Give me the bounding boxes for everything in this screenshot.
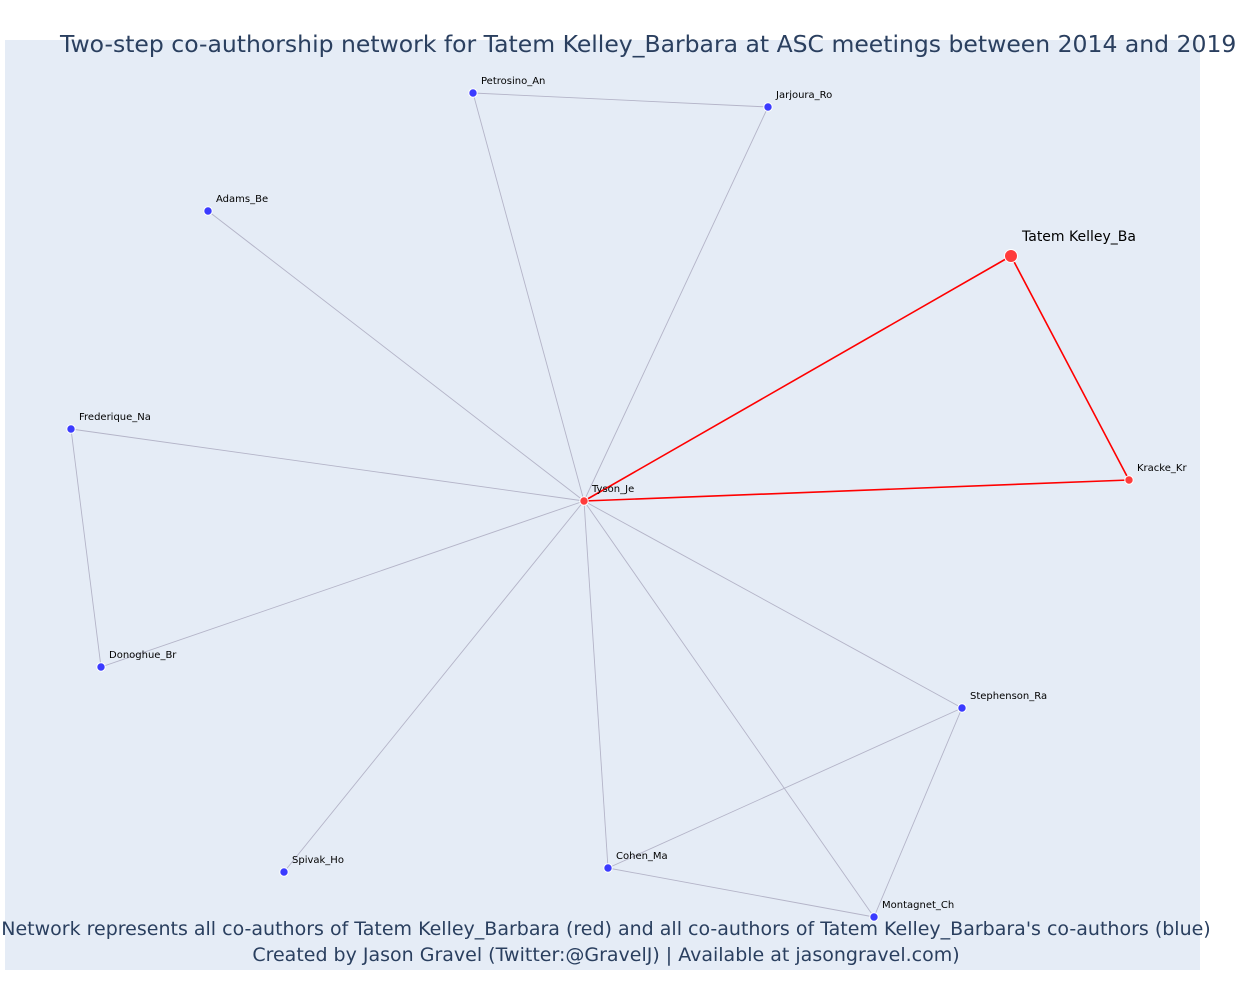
edge-cohen-stephenson <box>607 707 963 869</box>
footer-caption: Network represents all co-authors of Tat… <box>1 918 1211 940</box>
edge-layer <box>70 92 1130 918</box>
edge-petrosino-jarjoura <box>472 92 769 108</box>
edge-tyson-stephenson <box>583 500 963 709</box>
node-kracke[interactable] <box>1124 475 1134 485</box>
node-tatem[interactable] <box>1004 249 1018 263</box>
plot-background <box>5 40 1200 970</box>
node-donoghue[interactable] <box>96 662 106 672</box>
edge-frederique-donoghue <box>70 428 102 668</box>
edge-tatem-tyson <box>583 255 1012 502</box>
node-frederique[interactable] <box>66 424 76 434</box>
edge-tyson-jarjoura <box>583 106 769 502</box>
node-label-tatem: Tatem Kelley_Ba <box>1021 229 1136 245</box>
node-petrosino[interactable] <box>468 88 478 98</box>
node-label-montagnet: Montagnet_Ch <box>882 900 954 911</box>
edge-tyson-cohen <box>583 500 609 869</box>
node-stephenson[interactable] <box>957 703 967 713</box>
node-cohen[interactable] <box>603 863 613 873</box>
node-label-adams: Adams_Be <box>216 194 268 205</box>
node-label-jarjoura: Jarjoura_Ro <box>775 90 832 101</box>
edge-tyson-montagnet <box>583 500 875 918</box>
node-label-petrosino: Petrosino_An <box>481 76 545 87</box>
node-adams[interactable] <box>203 206 213 216</box>
edge-cohen-montagnet <box>607 867 875 918</box>
edge-tyson-petrosino <box>472 92 585 502</box>
node-spivak[interactable] <box>279 867 289 877</box>
node-label-tyson: Tyson_Je <box>591 484 634 495</box>
edge-stephenson-montagnet <box>873 707 963 918</box>
edge-tyson-donoghue <box>100 500 585 668</box>
edge-tatem-kracke <box>1010 255 1130 481</box>
footer-credit: Created by Jason Gravel (Twitter:@Gravel… <box>252 944 960 966</box>
edge-tyson-adams <box>207 210 585 502</box>
edge-tyson-kracke <box>583 479 1130 502</box>
node-label-donoghue: Donoghue_Br <box>109 650 177 661</box>
node-montagnet[interactable] <box>869 912 879 922</box>
edge-tyson-spivak <box>283 500 585 873</box>
node-jarjoura[interactable] <box>763 102 773 112</box>
node-label-frederique: Frederique_Na <box>79 412 151 423</box>
node-label-cohen: Cohen_Ma <box>616 851 668 862</box>
node-layer <box>66 88 1134 922</box>
edge-tyson-frederique <box>70 428 585 502</box>
node-tyson[interactable] <box>579 496 589 506</box>
node-label-stephenson: Stephenson_Ra <box>970 691 1047 702</box>
node-label-spivak: Spivak_Ho <box>292 855 344 866</box>
graph-title: Two-step co-authorship network for Tatem… <box>60 30 1236 58</box>
node-label-kracke: Kracke_Kr <box>1137 463 1187 474</box>
